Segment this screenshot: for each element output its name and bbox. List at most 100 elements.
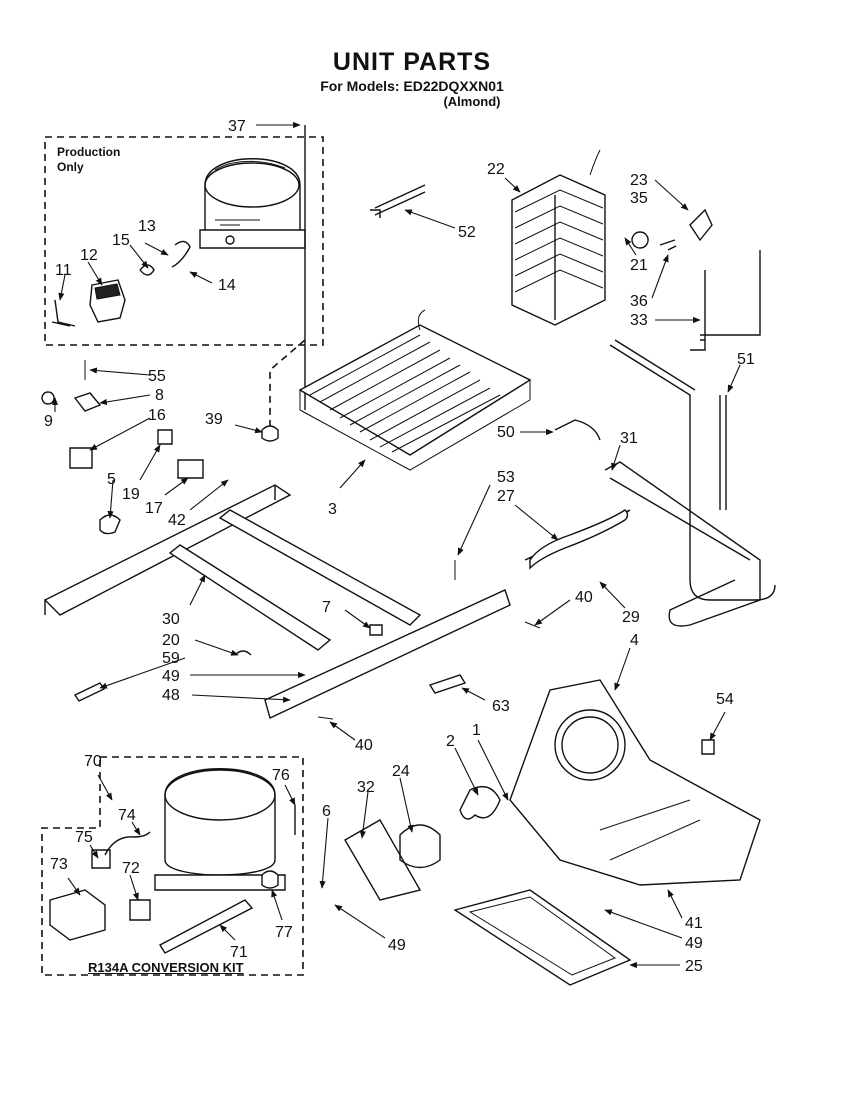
heat-exchanger: [529, 509, 629, 570]
callout-1: 1: [472, 722, 481, 739]
callout-71: 71: [230, 944, 248, 961]
callout-77: 77: [275, 924, 293, 941]
callout-4: 4: [630, 632, 639, 649]
callout-54: 54: [716, 691, 734, 708]
callout-23: 23: [630, 172, 648, 189]
callout-35: 35: [630, 190, 648, 207]
callout-74: 74: [118, 807, 136, 824]
callout-53: 53: [497, 469, 515, 486]
callout-13: 13: [138, 218, 156, 235]
drain-trough: [604, 461, 761, 627]
motor-bracket: [344, 819, 422, 901]
callout-59: 59: [162, 650, 180, 667]
bracket-8: [73, 392, 102, 412]
grommet-39: [261, 425, 279, 442]
defrost-terminator: [689, 208, 713, 242]
callout-63: 63: [492, 698, 510, 715]
callout-numbers: 37 22 52 23 35 21 36 33 51 31 50 53 27 4…: [44, 118, 755, 975]
callout-39: 39: [205, 411, 223, 428]
grommet-9: [41, 391, 55, 405]
callout-40-upper: 40: [575, 589, 593, 606]
callout-31: 31: [620, 430, 638, 447]
drain-pan: [453, 889, 632, 986]
callout-70: 70: [84, 753, 102, 770]
callout-50: 50: [497, 424, 515, 441]
callout-33: 33: [630, 312, 648, 329]
grommet-kit: [261, 870, 279, 889]
wire-harness: [171, 240, 191, 268]
model-color: (Almond): [443, 94, 501, 109]
screw-40b: [317, 716, 334, 720]
bracket-5: [99, 514, 121, 535]
callout-3: 3: [328, 501, 337, 518]
wire-kit: [104, 831, 151, 856]
callout-51: 51: [737, 351, 755, 368]
callout-40-lower: 40: [355, 737, 373, 754]
callout-22: 22: [487, 161, 505, 178]
bulb-54: [701, 739, 715, 755]
thermostat-knob: [631, 231, 649, 249]
callout-36: 36: [630, 293, 648, 310]
callout-52: 52: [458, 224, 476, 241]
screw-40a: [524, 621, 541, 629]
callout-7: 7: [322, 599, 331, 616]
production-only-label-1: Production: [57, 145, 121, 159]
clip-16: [69, 447, 93, 469]
thermostat-clip: [659, 239, 677, 251]
fan-motor: [399, 824, 441, 869]
callout-24: 24: [392, 763, 410, 780]
callout-41: 41: [685, 915, 703, 932]
callout-37: 37: [228, 118, 246, 135]
callout-49-bottom: 49: [388, 937, 406, 954]
callout-15: 15: [112, 232, 130, 249]
relay-17: [177, 459, 204, 479]
callout-49-right: 49: [685, 935, 703, 952]
defrost-heater-tube: [609, 339, 776, 601]
diagram-title: UNIT PARTS: [332, 48, 492, 76]
callout-19: 19: [122, 486, 140, 503]
harness-51: [719, 395, 727, 510]
callout-14: 14: [218, 277, 236, 294]
callout-2: 2: [446, 733, 455, 750]
sensor-wire: [690, 250, 761, 351]
callout-6: 6: [322, 803, 331, 820]
drier-kit: [159, 899, 254, 954]
fan-bracket: [509, 679, 761, 886]
spacer-7: [369, 624, 383, 636]
evaporator-coil: [511, 149, 606, 326]
model-number: For Models: ED22DQXXN01: [320, 78, 504, 94]
callout-21: 21: [630, 257, 648, 274]
frame-assembly: [43, 484, 511, 719]
callout-72: 72: [122, 860, 140, 877]
callout-76: 76: [272, 767, 290, 784]
callout-49-left: 49: [162, 668, 180, 685]
tube-59: [73, 682, 106, 702]
callout-5: 5: [107, 471, 116, 488]
compressor-production: [199, 158, 306, 249]
callout-42: 42: [168, 512, 186, 529]
callout-16: 16: [148, 407, 166, 424]
overload-clip: [51, 299, 76, 327]
callout-25: 25: [685, 958, 703, 975]
callout-12: 12: [80, 247, 98, 264]
callout-17: 17: [145, 500, 163, 517]
relay-kit: [49, 889, 106, 941]
hook-50: [554, 419, 601, 441]
production-only-box: [44, 136, 324, 346]
cap-19: [157, 429, 173, 445]
callout-48: 48: [162, 687, 180, 704]
callout-27: 27: [497, 488, 515, 505]
production-only-label-2: Only: [57, 160, 84, 174]
compressor-kit: [154, 768, 286, 891]
leader-lines: [51, 121, 741, 969]
callout-29: 29: [622, 609, 640, 626]
relay-production: [89, 279, 126, 323]
callout-55: 55: [148, 368, 166, 385]
clip-63: [428, 674, 467, 694]
callout-30: 30: [162, 611, 180, 628]
conversion-kit-label: R134A CONVERSION KIT: [88, 960, 244, 975]
callout-32: 32: [357, 779, 375, 796]
callout-75: 75: [75, 829, 93, 846]
cover-kit: [129, 899, 151, 921]
